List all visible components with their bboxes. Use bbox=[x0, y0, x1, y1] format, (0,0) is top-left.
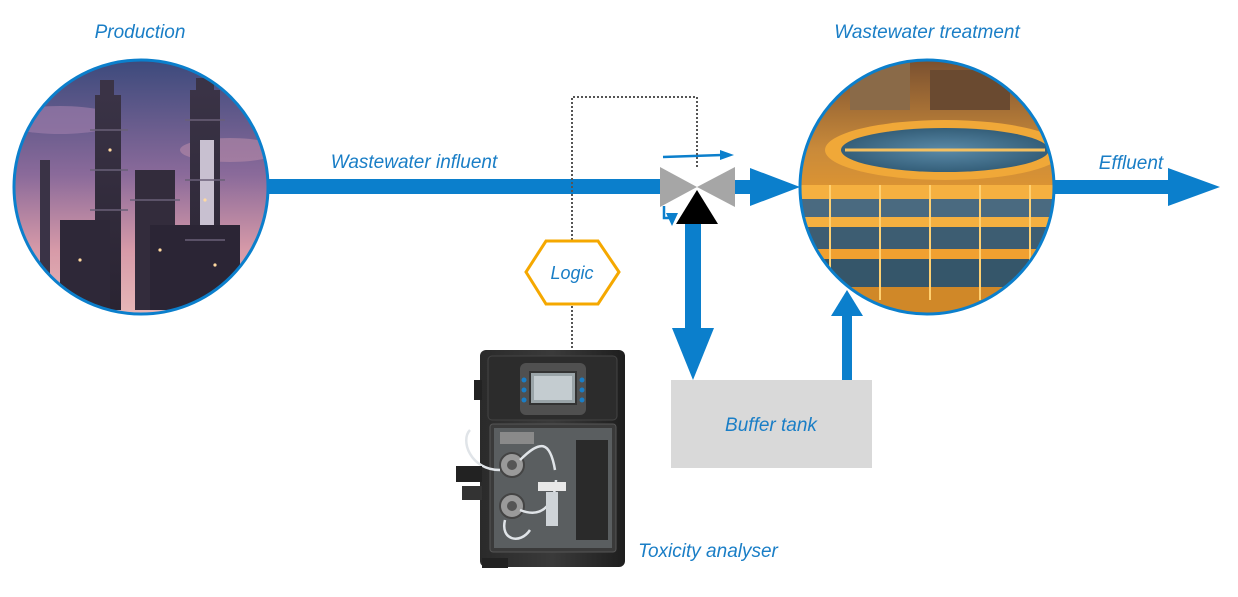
three-way-valve bbox=[660, 150, 735, 226]
valve-bottom-wing bbox=[676, 190, 718, 224]
valve-left-wing bbox=[660, 167, 697, 207]
valve-direction-line bbox=[662, 153, 723, 159]
effluent-pipe bbox=[1053, 180, 1175, 194]
production-label: Production bbox=[95, 22, 186, 43]
wastewater-influent-label: Wastewater influent bbox=[331, 152, 498, 173]
logic-label: Logic bbox=[550, 263, 593, 283]
buffer-tank-box bbox=[671, 380, 872, 468]
valve-bypass-arrow bbox=[666, 213, 678, 226]
influent-pipe bbox=[266, 179, 660, 194]
arrow-to-treatment bbox=[750, 168, 800, 206]
effluent-label: Effluent bbox=[1099, 153, 1164, 174]
valve-right-wing bbox=[697, 167, 735, 207]
wastewater-treatment-label: Wastewater treatment bbox=[834, 22, 1020, 43]
buffer-return-pipe bbox=[842, 312, 852, 380]
production-circle-border bbox=[12, 58, 270, 316]
treatment-circle-border bbox=[798, 58, 1056, 316]
toxicity-analyser-label: Toxicity analyser bbox=[638, 541, 778, 562]
arrow-to-treatment-from-buffer bbox=[831, 290, 863, 316]
buffer-tank-label: Buffer tank bbox=[725, 415, 818, 436]
arrow-to-buffer-tank bbox=[672, 328, 714, 380]
buffer-tank: Buffer tank bbox=[671, 380, 872, 468]
valve-direction-arrow bbox=[720, 150, 734, 160]
flow-lines bbox=[266, 168, 1220, 380]
treatment-image bbox=[798, 58, 1056, 316]
logic-hexagon bbox=[524, 239, 621, 306]
buffer-feed-pipe bbox=[685, 222, 701, 332]
logic-block: Logic bbox=[524, 239, 621, 306]
effluent-arrow bbox=[1168, 168, 1220, 206]
signal-line-to-valve bbox=[571, 96, 698, 240]
production-image bbox=[12, 58, 270, 316]
toxicity-analyser-image bbox=[456, 350, 625, 568]
signal-lines bbox=[571, 96, 698, 352]
